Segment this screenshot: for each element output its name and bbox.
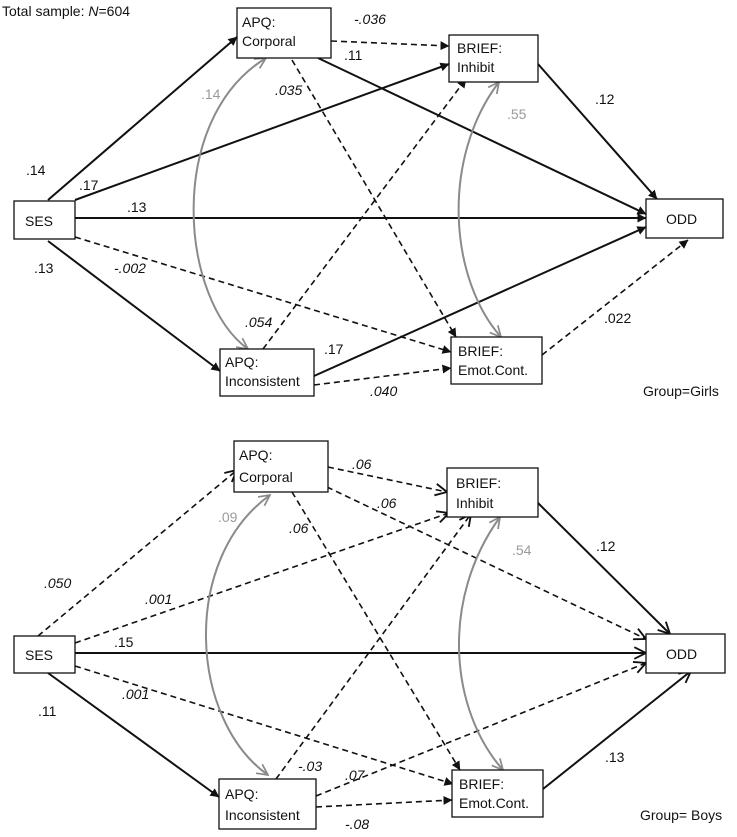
boys-panel: SES APQ: Corporal BRIEF: Inhibit ODD APQ… [13,440,726,832]
boys-coef-inhibit-odd: .12 [596,538,616,554]
girls-path-emot-odd [541,239,689,356]
boys-coef-ses-inhibit: .001 [145,591,172,607]
boys-node-odd: ODD [645,633,726,674]
girls-node-apq-inconsistent: APQ: Inconsistent [219,348,315,397]
boys-cov-label-parenting: .09 [218,509,238,525]
girls-path-inhibit-odd [537,63,658,200]
girls-coef-inconsistent-odd: .17 [324,341,344,357]
boys-node-brief-emot: BRIEF: Emot.Cont. [451,769,544,818]
girls-coef-ses-inhibit: .17 [79,177,99,193]
girls-path-ses-inhibit [74,62,450,201]
boys-path-corporal-odd [326,486,646,639]
girls-coef-ses-emot: -.002 [114,260,146,276]
girls-cov-label-parenting: .14 [201,86,221,102]
boys-path-ses-emot [74,665,454,786]
boys-path-ses-corporal [37,470,237,637]
boys-coef-ses-emot: .001 [122,686,149,702]
boys-coef-ses-odd: .15 [114,634,134,650]
girls-path-corporal-odd [317,57,647,215]
girls-coef-inconsistent-emot: .040 [370,383,397,399]
boys-path-emot-odd [542,671,691,790]
svg-text:Inhibit: Inhibit [456,495,493,511]
boys-group-label: Group= Boys [640,807,722,823]
boys-path-inconsistent-emot [315,795,453,808]
boys-coef-corporal-emot: .06 [289,520,309,536]
svg-text:BRIEF:: BRIEF: [456,475,501,491]
svg-text:BRIEF:: BRIEF: [458,343,503,359]
svg-text:Corporal: Corporal [242,33,296,49]
svg-text:BRIEF:: BRIEF: [459,776,504,792]
girls-coef-ses-corporal: .14 [26,162,46,178]
svg-text:Corporal: Corporal [239,469,293,485]
boys-node-brief-inhibit: BRIEF: Inhibit [446,467,539,518]
girls-node-brief-inhibit: BRIEF: Inhibit [448,34,539,83]
girls-node-brief-emot: BRIEF: Emot.Cont. [450,336,543,385]
girls-cov-inhibit-emot [457,82,501,337]
girls-coef-corporal-odd: .11 [344,47,363,63]
boys-path-inconsistent-inhibit [275,514,471,780]
girls-path-corporal-inhibit [330,40,450,51]
boys-path-inhibit-odd [537,502,670,634]
svg-text:BRIEF:: BRIEF: [457,40,502,56]
svg-text:SES: SES [25,647,53,663]
svg-text:APQ:: APQ: [242,14,275,30]
boys-coef-emot-odd: .13 [605,749,625,765]
girls-group-label: Group=Girls [643,383,719,399]
svg-text:ODD: ODD [666,646,697,662]
boys-coef-inconsistent-inhibit: -.03 [298,758,322,774]
boys-path-corporal-inhibit [327,466,447,492]
svg-text:APQ:: APQ: [225,786,258,802]
girls-coef-inhibit-odd: .12 [595,91,615,107]
girls-node-apq-corporal: APQ: Corporal [236,7,332,59]
girls-coef-inconsistent-inhibit: .054 [245,314,272,330]
svg-text:SES: SES [25,213,53,229]
girls-path-inconsistent-emot [313,364,452,386]
boys-coef-corporal-odd: .06 [377,495,397,511]
boys-coef-inconsistent-emot: -.08 [345,816,369,832]
boys-coef-inconsistent-odd: .07 [345,767,366,783]
svg-text:Emot.Cont.: Emot.Cont. [458,362,528,378]
svg-text:Emot.Cont.: Emot.Cont. [459,795,529,811]
girls-node-odd: ODD [645,198,724,239]
girls-cov-corporal-inconsistent [192,58,266,349]
girls-path-ses-inconsistent [47,240,221,372]
boys-node-ses: SES [13,635,76,674]
girls-panel: SES APQ: Corporal BRIEF: Inhibit ODD APQ… [13,7,724,399]
girls-path-ses-corporal [47,36,238,201]
girls-path-ses-emot [74,236,452,354]
girls-node-ses: SES [13,200,76,240]
boys-path-ses-inhibit [74,513,449,644]
boys-coef-corporal-inhibit: .06 [352,456,372,472]
svg-text:ODD: ODD [666,211,697,227]
girls-coef-ses-odd: .13 [127,199,147,215]
boys-path-ses-inconsistent [47,672,220,798]
boys-path-corporal-emot [291,491,461,771]
svg-text:APQ:: APQ: [239,447,272,463]
svg-text:Inconsistent: Inconsistent [225,807,300,823]
boys-node-apq-inconsistent: APQ: Inconsistent [218,778,317,830]
girls-coef-corporal-inhibit: -.036 [354,11,386,27]
girls-cov-label-brief: .55 [507,106,527,122]
girls-coef-ses-inconsistent: .13 [34,260,54,276]
boys-coef-ses-corporal: .050 [44,575,71,591]
girls-path-inconsistent-odd [313,226,647,377]
svg-text:Inconsistent: Inconsistent [225,373,300,389]
svg-text:Inhibit: Inhibit [457,59,494,75]
boys-node-apq-corporal: APQ: Corporal [233,440,329,493]
girls-path-corporal-emot [291,59,457,338]
svg-text:APQ:: APQ: [225,354,258,370]
girls-coef-emot-odd: .022 [604,310,631,326]
girls-coef-corporal-emot: .035 [275,82,302,98]
sample-size-label: Total sample: N=604 [2,3,130,19]
boys-coef-ses-inconsistent: .11 [38,703,57,719]
boys-cov-inhibit-emot [458,517,503,770]
boys-cov-label-brief: .54 [512,542,532,558]
girls-path-inconsistent-inhibit [262,78,467,350]
boys-cov-corporal-inconsistent [205,495,270,775]
